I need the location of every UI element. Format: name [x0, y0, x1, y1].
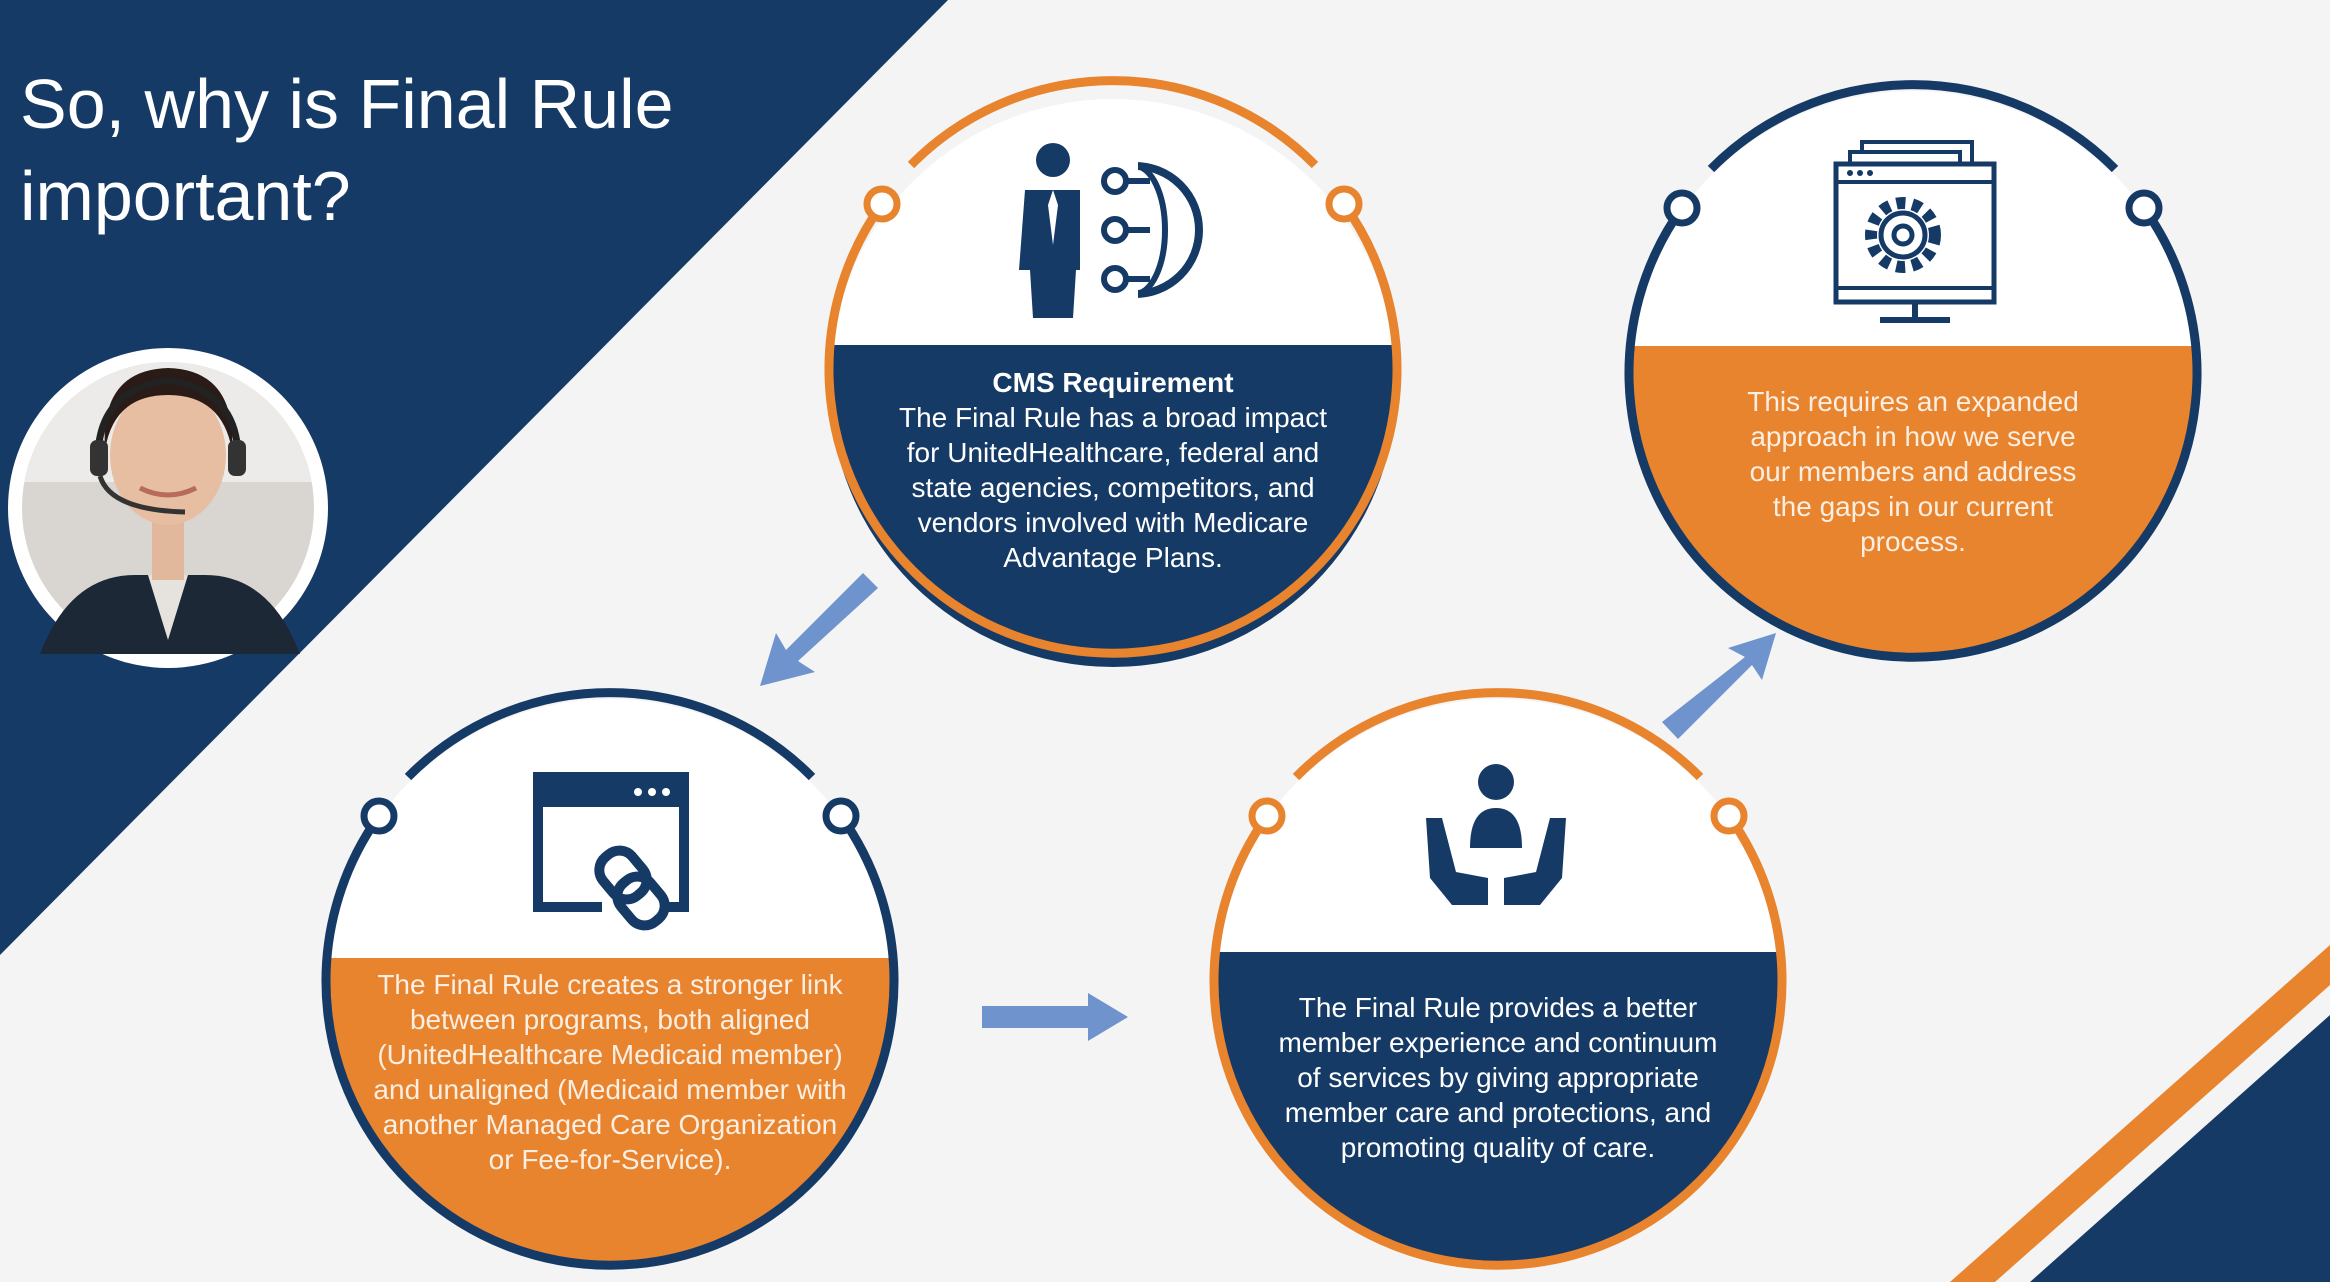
presenter-avatar [8, 348, 328, 668]
arrow-step2-to-step3 [982, 993, 1128, 1041]
step-circle-expanded-approach [1624, 80, 2202, 662]
step-body-stronger-link: The Final Rule creates a stronger link b… [373, 969, 847, 1175]
step-heading-cms-requirement: CMS Requirement [992, 367, 1234, 398]
step-body-member-experience: The Final Rule provides a better member … [1278, 992, 1718, 1163]
step-text-cms-requirement: CMS Requirement The Final Rule has a bro… [893, 365, 1333, 575]
browser-link-icon [533, 772, 689, 936]
person-globe-network-icon [1019, 143, 1203, 318]
step-body-expanded-approach: This requires an expanded approach in ho… [1747, 386, 2079, 557]
step-text-stronger-link: The Final Rule creates a stronger link b… [370, 967, 850, 1177]
step-text-expanded-approach: This requires an expanded approach in ho… [1733, 384, 2093, 559]
step-circle-member-experience [1209, 688, 1787, 1270]
slide-title: So, why is Final Rule important? [20, 65, 674, 235]
navy-diagonal-band [0, 0, 948, 955]
navy-corner-triangle [2030, 1015, 2330, 1282]
step-body-cms-requirement: The Final Rule has a broad impact for Un… [899, 402, 1327, 573]
monitor-gear-icon [1833, 140, 1997, 323]
arrow-step1-to-step2 [760, 573, 878, 686]
step-circle-cms-requirement [824, 76, 1402, 667]
orange-corner-stripe [1950, 945, 2330, 1282]
step-circle-stronger-link [321, 688, 899, 1270]
step-text-member-experience: The Final Rule provides a better member … [1268, 990, 1728, 1165]
arrow-step3-to-step4 [1662, 633, 1776, 739]
hands-holding-person-icon [1426, 764, 1566, 905]
